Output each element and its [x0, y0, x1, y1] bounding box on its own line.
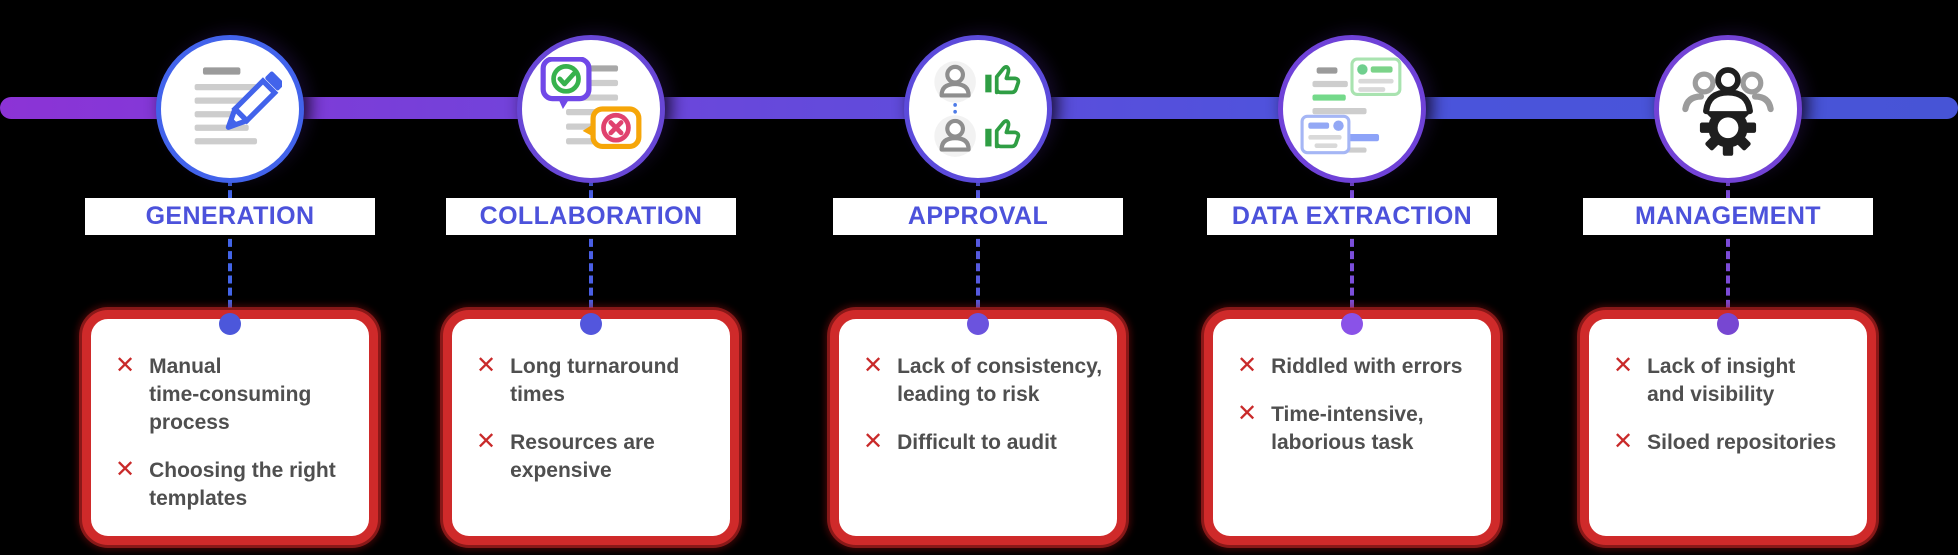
- issue-text: Time-intensive, laborious task: [1271, 403, 1424, 454]
- issue-text: Lack of consistency, leading to risk: [897, 355, 1103, 406]
- connector-line: [589, 178, 593, 320]
- stage-generation: GENERATION ✕ Manual time-consuming proce…: [80, 0, 380, 555]
- cross-icon: ✕: [863, 428, 884, 455]
- stage-label: APPROVAL: [833, 198, 1123, 235]
- issue-text: Resources are expensive: [510, 431, 655, 482]
- issues-box: ✕ Riddled with errors ✕ Time-intensive, …: [1204, 310, 1500, 545]
- issue-text: Riddled with errors: [1271, 355, 1463, 378]
- connector-dot: [1341, 313, 1363, 335]
- issue-item: ✕ Difficult to audit: [863, 429, 1103, 457]
- issue-text: Siloed repositories: [1647, 431, 1837, 454]
- cross-icon: ✕: [115, 352, 136, 379]
- approve-bubble: [540, 57, 592, 109]
- issue-text: Choosing the right templates: [149, 459, 336, 510]
- cross-icon: ✕: [1237, 400, 1258, 427]
- reviewers-thumbs-up-icon: [934, 61, 1021, 157]
- issue-item: ✕ Choosing the right templates: [115, 457, 355, 513]
- green-snippet-card: [1350, 57, 1402, 96]
- document-pencil-icon: [194, 67, 282, 145]
- issue-text: Long turnaround times: [510, 355, 680, 406]
- connector-dot: [967, 313, 989, 335]
- stage-icon-circle: [1278, 35, 1426, 183]
- stage-icon-circle: [517, 35, 665, 183]
- issue-item: ✕ Resources are expensive: [476, 429, 716, 485]
- team-gear-icon: [1682, 67, 1774, 156]
- reviewer-1: [939, 64, 971, 98]
- document-extracted-snippets-icon: [1300, 57, 1402, 155]
- connector-line: [1726, 178, 1730, 320]
- cross-icon: ✕: [863, 352, 884, 379]
- issue-text: Manual time-consuming process: [149, 355, 312, 434]
- stage-approval: APPROVAL ✕ Lack of consistency, leading …: [828, 0, 1128, 555]
- connector-dot: [219, 313, 241, 335]
- cross-icon: ✕: [115, 456, 136, 483]
- thumbs-up-2: [985, 119, 1021, 149]
- cross-icon: ✕: [476, 428, 497, 455]
- issue-text: Lack of insight and visibility: [1647, 355, 1796, 406]
- issue-text: Difficult to audit: [897, 431, 1057, 454]
- cross-icon: ✕: [1613, 352, 1634, 379]
- connector-line: [976, 178, 980, 320]
- stage-icon-circle: [904, 35, 1052, 183]
- issues-box: ✕ Long turnaround times ✕ Resources are …: [443, 310, 739, 545]
- issue-item: ✕ Lack of insight and visibility: [1613, 353, 1853, 409]
- issues-box: ✕ Lack of insight and visibility ✕ Siloe…: [1580, 310, 1876, 545]
- issue-item: ✕ Riddled with errors: [1237, 353, 1477, 381]
- connector-dot: [580, 313, 602, 335]
- approve-reject-comment-bubbles-icon: [540, 57, 642, 150]
- cross-icon: ✕: [1237, 352, 1258, 379]
- blue-snippet-card: [1300, 114, 1351, 155]
- connector-line: [228, 178, 232, 320]
- stage-collaboration: COLLABORATION ✕ Long turnaround times ✕ …: [441, 0, 741, 555]
- stage-data-extraction: DATA EXTRACTION ✕ Riddled with errors ✕ …: [1202, 0, 1502, 555]
- issue-item: ✕ Time-intensive, laborious task: [1237, 401, 1477, 457]
- stage-label: DATA EXTRACTION: [1207, 198, 1497, 235]
- reject-bubble: [582, 106, 642, 150]
- issues-box: ✕ Lack of consistency, leading to risk ✕…: [830, 310, 1126, 545]
- stage-label: MANAGEMENT: [1583, 198, 1873, 235]
- stage-management: MANAGEMENT ✕ Lack of insight and visibil…: [1578, 0, 1878, 555]
- cross-icon: ✕: [476, 352, 497, 379]
- connector-dot: [1717, 313, 1739, 335]
- issue-item: ✕ Manual time-consuming process: [115, 353, 355, 437]
- cross-icon: ✕: [1613, 428, 1634, 455]
- stage-icon-circle: [156, 35, 304, 183]
- issues-box: ✕ Manual time-consuming process ✕ Choosi…: [82, 310, 378, 545]
- issue-item: ✕ Lack of consistency, leading to risk: [863, 353, 1103, 409]
- stage-label: GENERATION: [85, 198, 375, 235]
- issue-item: ✕ Long turnaround times: [476, 353, 716, 409]
- thumbs-up-1: [985, 65, 1021, 95]
- reviewer-2: [939, 118, 971, 152]
- stage-label: COLLABORATION: [446, 198, 736, 235]
- issue-item: ✕ Siloed repositories: [1613, 429, 1853, 457]
- connector-line: [1350, 178, 1354, 320]
- stage-icon-circle: [1654, 35, 1802, 183]
